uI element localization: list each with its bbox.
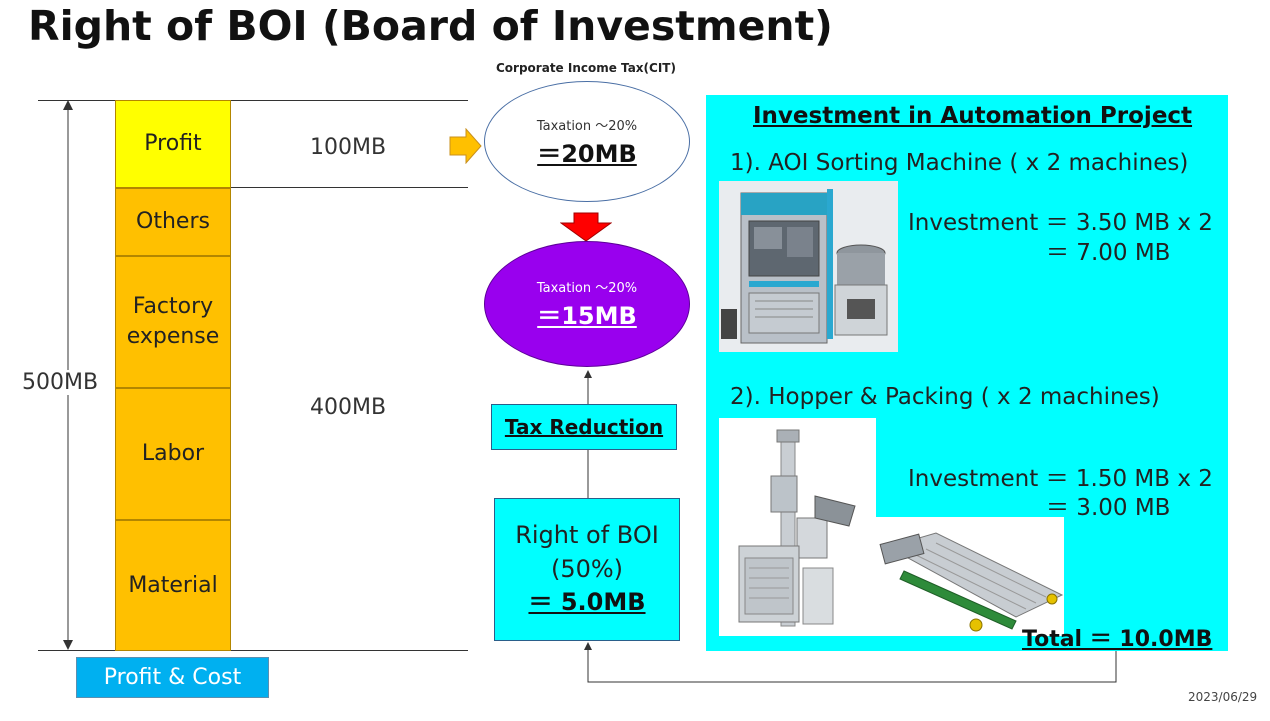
bar-material: Material (115, 520, 231, 651)
boi-line2: (50%) (550, 554, 624, 583)
item2-investment-line2: ＝ 3.00 MB (1046, 495, 1171, 521)
profit-cost-caption: Profit & Cost (76, 657, 269, 698)
packing-conveyor-photo (876, 517, 1064, 636)
boi-amount: ＝ 5.0MB (528, 588, 646, 617)
top-line (38, 100, 468, 101)
item2-investment-line1: Investment ＝ 1.50 MB x 2 (908, 466, 1213, 492)
boi-line1: Right of BOI (515, 521, 659, 550)
slide-date: 2023/06/29 (1188, 690, 1258, 704)
tax-after-amount: ＝15MB (537, 302, 637, 330)
bottom-line (38, 650, 468, 651)
line-boi-to-tax (587, 450, 589, 498)
aoi-sorting-machine-photo (719, 181, 898, 352)
panel-title: Investment in Automation Project (753, 103, 1193, 129)
bar-factory-expense: Factory expense (115, 256, 231, 388)
item1-label: 1). AOI Sorting Machine ( x 2 machines) (730, 150, 1189, 176)
cit-label: Corporate Income Tax(CIT) (496, 61, 676, 75)
bar-labor: Labor (115, 388, 231, 520)
tax-before-ellipse: Taxation ～20% ＝20MB (484, 81, 690, 202)
tax-reduction-box: Tax Reduction (491, 404, 677, 450)
tax-after-rate: Taxation ～20% (536, 281, 638, 296)
bar-others: Others (115, 188, 231, 256)
item1-investment-line2: ＝ 7.00 MB (1046, 240, 1171, 266)
tax-before-rate: Taxation ～20% (536, 118, 638, 134)
item1-investment-line1: Investment ＝ 3.50 MB x 2 (908, 210, 1213, 236)
profit-amount: 100MB (310, 135, 387, 160)
tax-after-ellipse: Taxation ～20% ＝15MB (484, 241, 690, 367)
total-amount: 500MB (20, 370, 101, 395)
profit-divider-line (231, 187, 468, 188)
page-title: Right of BOI (Board of Investment) (28, 2, 833, 50)
bar-profit: Profit (115, 100, 231, 188)
item2-label: 2). Hopper & Packing ( x 2 machines) (730, 384, 1160, 410)
total-investment: Total ＝ 10.0MB (1022, 627, 1213, 652)
total-to-boi-connector (584, 642, 1117, 683)
tax-before-amount: ＝20MB (537, 139, 637, 168)
up-arrow-to-ellipse (584, 370, 592, 406)
right-of-boi-box: Right of BOI (50%) ＝ 5.0MB (494, 498, 680, 641)
hopper-machine-photo (719, 418, 876, 636)
orange-right-arrow-icon (449, 128, 482, 164)
red-down-arrow-icon (560, 212, 612, 242)
cost-amount: 400MB (310, 395, 387, 420)
